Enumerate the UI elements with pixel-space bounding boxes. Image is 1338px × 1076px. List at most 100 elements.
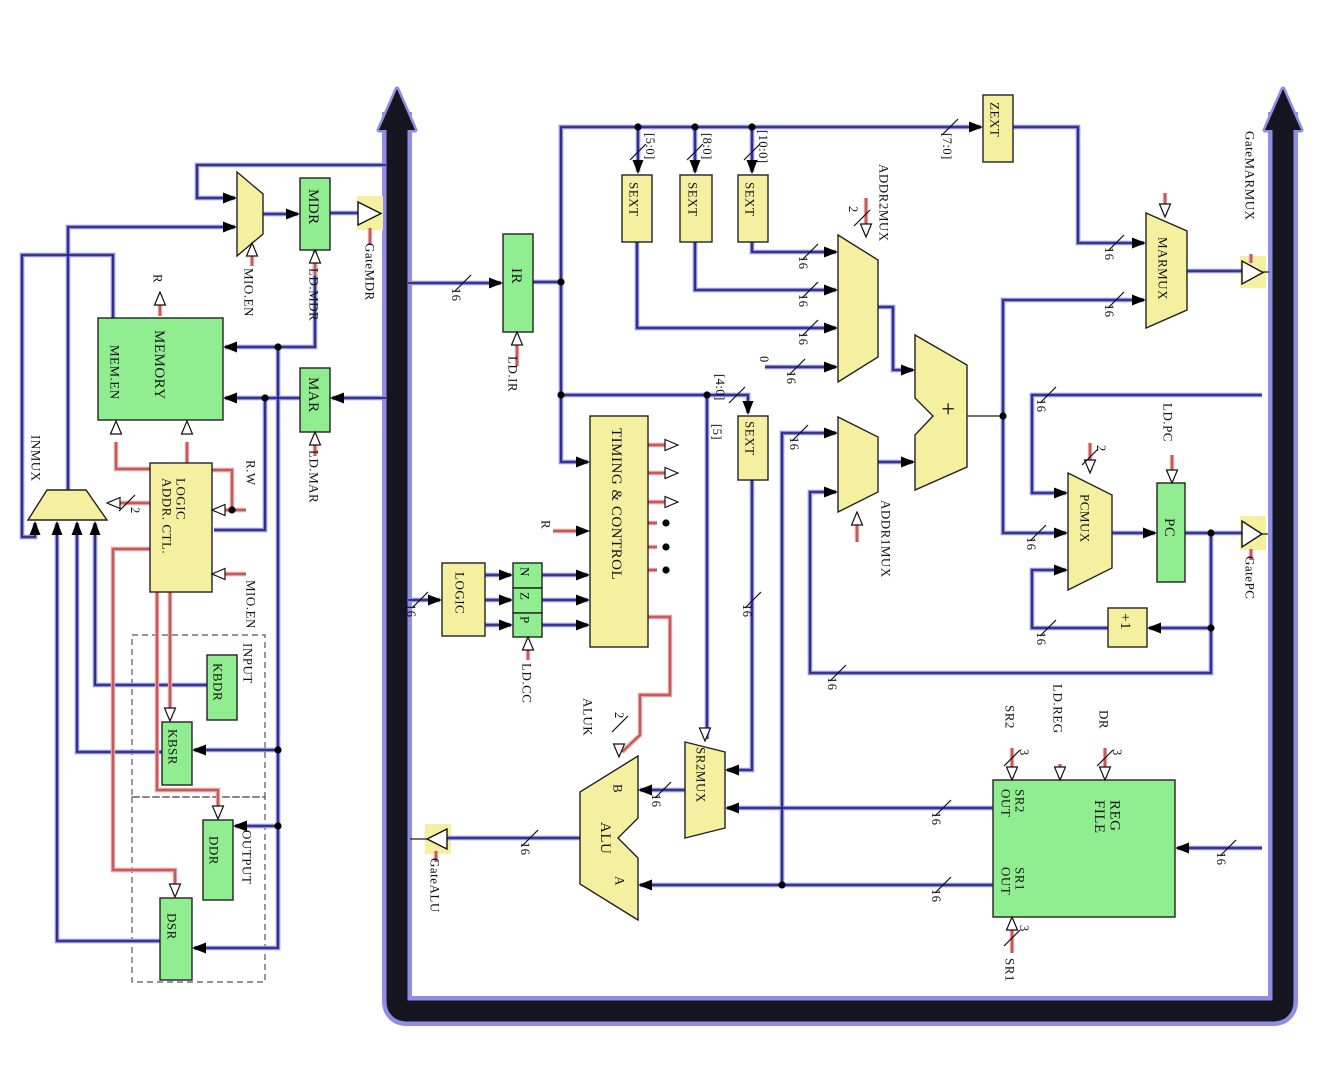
p-flag-label: P xyxy=(517,616,533,624)
ir-5-0-label: [5:0] xyxy=(643,133,658,160)
gate-marmux-triangle xyxy=(1241,259,1265,286)
gate-mdr-triangle xyxy=(357,200,383,227)
ld-mdr-label: LD.MDR xyxy=(306,268,322,322)
ld-reg-label: LD.REG xyxy=(1050,684,1066,734)
aluk-label: ALUK xyxy=(580,698,596,737)
width-16-label: 16 xyxy=(787,437,802,451)
reg-file-label: REG FILE xyxy=(1090,800,1123,834)
addr1mux xyxy=(837,415,879,514)
width-16-label: 16 xyxy=(1102,304,1117,318)
addr2mux-label: ADDR2MUX xyxy=(876,164,892,242)
width-16-label: 16 xyxy=(796,294,811,308)
address-adder xyxy=(914,333,968,492)
alu-a-label: A xyxy=(612,876,628,886)
ir-block xyxy=(502,233,534,333)
ld-pc-label: LD.PC xyxy=(1160,403,1176,442)
addr1mux-label: ADDR1MUX xyxy=(878,500,894,578)
width-16-label: 16 xyxy=(796,332,811,346)
sr2-width-label: 3 xyxy=(1017,749,1032,756)
sr2mux-label: SR2MUX xyxy=(693,747,709,803)
adder-plus-label: + xyxy=(934,402,961,416)
pc-label: PC xyxy=(1160,518,1177,538)
ld-ir-label: LD.IR xyxy=(505,356,521,393)
width-16-label: 16 xyxy=(1024,537,1039,551)
gate-marmux-label: GateMARMUX xyxy=(1242,131,1258,221)
pcmux-sel-width-label: 2 xyxy=(1094,445,1109,452)
width-16-label: 16 xyxy=(825,677,840,691)
alu-b-label: B xyxy=(610,784,626,794)
sr1-out-label: SR1 OUT xyxy=(998,867,1028,896)
aluk-width-label: 2 xyxy=(612,712,627,719)
input-label: INPUT xyxy=(240,643,256,684)
sext-5-0-text: SEXT xyxy=(626,182,642,217)
timing-control-block xyxy=(589,415,649,648)
pc-block xyxy=(1156,482,1186,583)
width-16-label: 16 xyxy=(1214,852,1229,866)
sext-4-0-text: SEXT xyxy=(742,421,758,456)
zext-text: ZEXT xyxy=(987,102,1003,138)
gate-alu-triangle xyxy=(425,827,448,851)
zero-const-label: 0 xyxy=(757,356,772,363)
mio-en-ctl-label: MIO.EN xyxy=(243,580,259,629)
ir-label: IR xyxy=(507,268,524,284)
logic-block xyxy=(441,562,486,637)
logic-label: LOGIC xyxy=(452,572,468,615)
kbsr-block xyxy=(161,721,193,786)
memory-label: MEMORY xyxy=(150,330,167,400)
marmux-label: MARMUX xyxy=(1155,237,1171,300)
sr2-out-label: SR2 OUT xyxy=(998,789,1028,818)
control-r-label: R xyxy=(538,520,554,530)
output-label: OUTPUT xyxy=(239,830,255,885)
mio-en-mux xyxy=(236,170,264,258)
kbsr-label: KBSR xyxy=(165,729,181,765)
reg-file-block xyxy=(992,779,1176,918)
ld-cc-label: LD.CC xyxy=(519,663,535,704)
sr1-sel-label: SR1 xyxy=(1002,958,1018,982)
ddr-block xyxy=(202,819,234,901)
register-blocks xyxy=(97,177,1186,981)
sext-4-0-block xyxy=(737,415,769,481)
ir-5-label: [5] xyxy=(710,424,725,441)
memory-r-label: R xyxy=(150,274,166,284)
n-flag-label: N xyxy=(517,567,533,577)
addr2mux-sel-width-label: 2 xyxy=(846,206,861,213)
sr1-width-label: 3 xyxy=(1017,925,1032,932)
width-16-label: 16 xyxy=(1034,632,1049,646)
sext-10-0-block xyxy=(737,174,769,243)
inmux-label: INMUX xyxy=(28,435,44,482)
zext-block xyxy=(982,94,1014,163)
sext-8-0-text: SEXT xyxy=(685,182,701,217)
width-16-label: 16 xyxy=(1102,247,1117,261)
sext-8-0-block xyxy=(679,174,713,243)
r-w-label: R.W xyxy=(243,460,259,486)
addr-ctl-logic-label: ADDR. CTL. LOGIC xyxy=(159,478,189,555)
ld-mar-label: LD.MAR xyxy=(306,450,322,504)
dr-width-label: 3 xyxy=(1110,749,1125,756)
ir-7-0-label: [7:0] xyxy=(940,133,955,160)
gate-alu-label: GateALU xyxy=(427,858,443,913)
mio-en-mux-label: MIO.EN xyxy=(241,268,257,317)
memory-block xyxy=(97,317,224,421)
kbdr-label: KBDR xyxy=(210,663,226,702)
width-16-label: 16 xyxy=(740,604,755,618)
timing-control-label: TIMING & CONTROL xyxy=(607,428,624,581)
ir-8-0-label: [8:0] xyxy=(700,133,715,160)
mar-label: MAR xyxy=(304,377,321,413)
mem-en-label: MEM.EN xyxy=(107,345,123,400)
dr-sel-label: DR xyxy=(1096,710,1112,730)
width-16-label: 16 xyxy=(784,371,799,385)
z-flag-cell xyxy=(512,587,543,614)
width-16-label: 16 xyxy=(929,889,944,903)
width-16-label: 16 xyxy=(649,794,664,808)
width-16-label: 16 xyxy=(1034,399,1049,413)
gate-mdr-label: GateMDR xyxy=(362,243,378,301)
plus-one-block xyxy=(1107,607,1148,648)
mar-block xyxy=(299,367,331,433)
alu-label: ALU xyxy=(596,822,613,855)
gate-pc-label: GatePC xyxy=(1242,556,1258,600)
pcmux-label: PCMUX xyxy=(1077,494,1093,543)
plus-one-label: +1 xyxy=(1116,613,1133,630)
dsr-block xyxy=(159,897,193,981)
sext-5-0-block xyxy=(621,174,653,243)
